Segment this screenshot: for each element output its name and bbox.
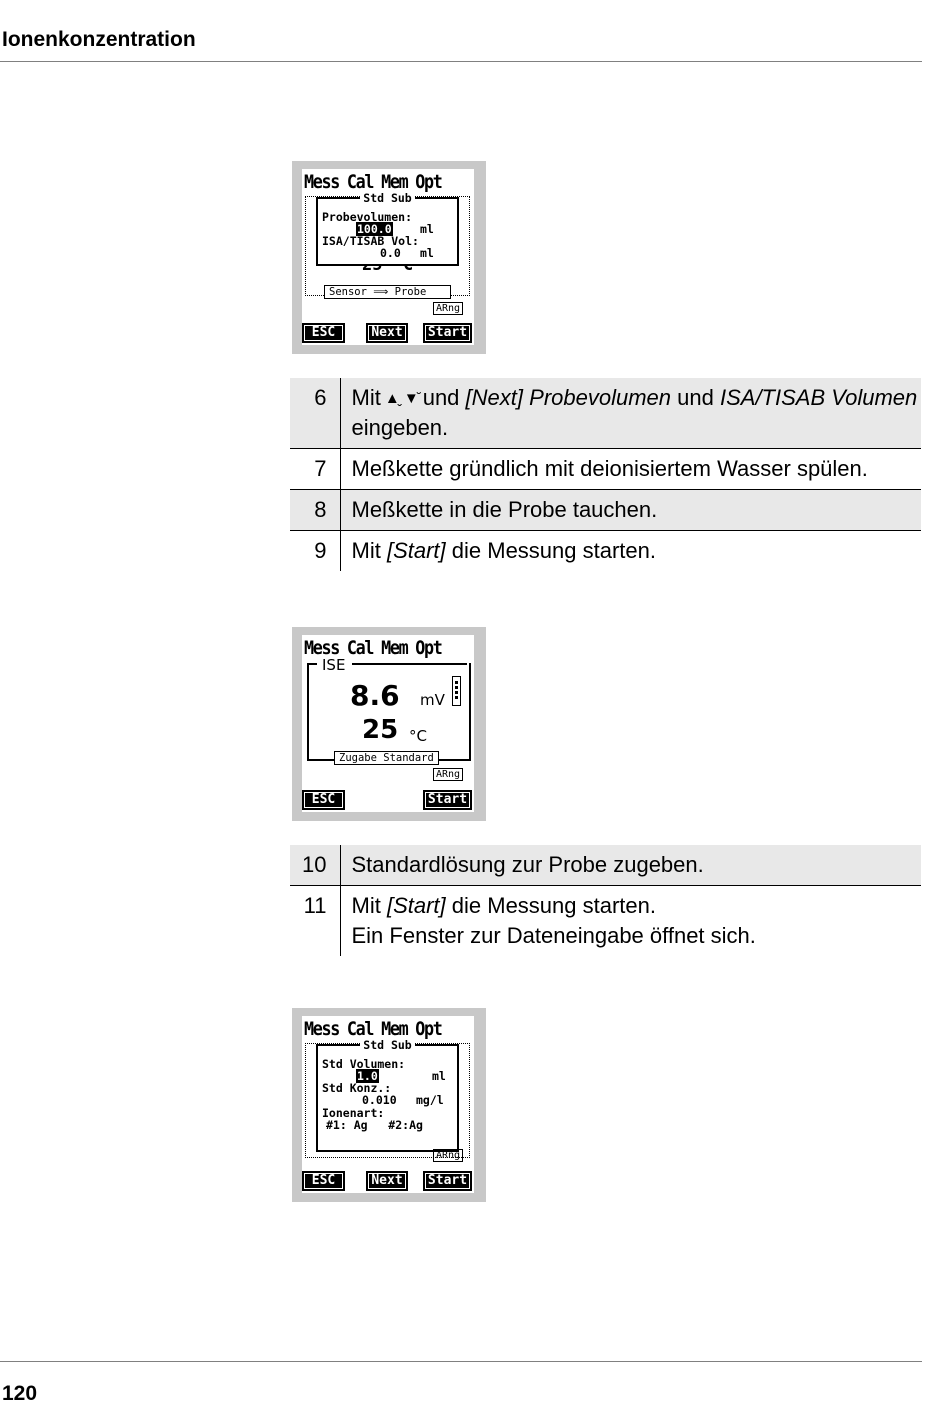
- dialog-title: Std Sub: [360, 191, 415, 205]
- step-row: 11 Mit [Start] die Messung starten.Ein F…: [290, 885, 921, 956]
- step-text: Mit [Start] die Messung starten.Ein Fens…: [351, 893, 756, 948]
- menu-mem: Mem: [381, 171, 409, 193]
- std-volumen-unit: ml: [432, 1069, 446, 1083]
- page-header-title: Ionenkonzentration: [2, 28, 196, 51]
- menu-opt: Opt: [415, 637, 443, 659]
- probevolumen-unit: ml: [420, 222, 434, 236]
- menu-bar: Mess Cal Mem Opt: [304, 637, 454, 659]
- measured-value: 8.6: [350, 679, 400, 712]
- menu-bar: Mess Cal Mem Opt: [304, 1018, 454, 1040]
- menu-cal: Cal: [346, 637, 375, 659]
- footer-rule: [0, 1361, 922, 1362]
- menu-cal: Cal: [346, 1018, 375, 1040]
- temperature-value: 25: [362, 715, 399, 745]
- isa-tisab-value[interactable]: 0.0: [380, 246, 401, 260]
- esc-softkey[interactable]: ESC: [302, 1171, 345, 1191]
- header-rule: [0, 61, 922, 62]
- menu-mess: Mess: [304, 1018, 340, 1040]
- menu-opt: Opt: [415, 1018, 443, 1040]
- input-dialog: Std Sub Std Volumen: 1.0 ml Std Konz.: 0…: [316, 1038, 459, 1152]
- step-number: 6: [290, 378, 341, 449]
- arng-indicator: ARng: [433, 302, 464, 315]
- step-text: Mit [Start] die Messung starten.: [351, 538, 657, 563]
- next-softkey[interactable]: Next: [366, 323, 408, 343]
- step-row: 7 Meßkette gründlich mit deionisiertem W…: [290, 448, 921, 490]
- zugabe-standard-label: Zugabe Standard: [334, 751, 439, 765]
- step-text: Meßkette gründlich mit deionisiertem Was…: [351, 456, 868, 481]
- next-softkey[interactable]: Next: [366, 1171, 408, 1191]
- dialog-title: Std Sub: [360, 1038, 415, 1052]
- field-label-ionenart: Ionenart:: [322, 1106, 385, 1120]
- steps-table-a: 6 Mit▲̬ ▼̆und [Next] Probevolumen und IS…: [290, 378, 921, 571]
- field-label-std-volumen: Std Volumen:: [322, 1057, 406, 1071]
- measured-unit: mV: [420, 691, 445, 709]
- menu-cal: Cal: [346, 171, 375, 193]
- step-number: 9: [290, 530, 341, 571]
- step-text: Mit▲̬ ▼̆und [Next] Probevolumen und ISA/…: [340, 378, 921, 449]
- device-screen-standard-input: Mess Cal Mem Opt Std Sub Std Volumen: 1.0 m…: [292, 1008, 486, 1202]
- ise-label: ISE: [322, 656, 346, 674]
- std-volumen-value[interactable]: 1.0: [356, 1069, 379, 1083]
- input-dialog: Std Sub Probevolumen: 100.0 ml ISA/TISAB…: [316, 191, 459, 266]
- esc-softkey[interactable]: ESC: [302, 323, 345, 343]
- step-text: Standardlösung zur Probe zugeben.: [340, 845, 921, 886]
- sensor-probe-label: Sensor ⟹ Probe: [324, 285, 451, 299]
- std-konz-value[interactable]: 0.010: [362, 1093, 397, 1107]
- device-screen-measurement: Mess Cal Mem Opt ISE 8.6 mV 25 °C Zugabe St…: [292, 627, 486, 821]
- steps-table-b: 10 Standardlösung zur Probe zugeben. 11 …: [290, 845, 921, 956]
- start-softkey[interactable]: Start: [423, 1171, 472, 1191]
- page-number: 120: [2, 1382, 38, 1405]
- menu-mem: Mem: [381, 637, 409, 659]
- measurement-frame: [307, 663, 471, 761]
- field-label-std-konz: Std Konz.:: [322, 1081, 392, 1095]
- step-number: 8: [290, 489, 341, 531]
- hidden-temperature: 25 °C: [362, 263, 413, 272]
- electrode-icon: [452, 676, 461, 706]
- menu-mess: Mess: [304, 637, 340, 659]
- start-softkey[interactable]: Start: [423, 323, 472, 343]
- std-konz-unit: mg/l: [416, 1093, 444, 1107]
- up-down-arrows-icon: ▲̬ ▼̆: [384, 390, 419, 408]
- arrow-right-icon: ⟹: [373, 286, 389, 298]
- field-label-probevolumen: Probevolumen:: [322, 210, 413, 224]
- step-row: 8 Meßkette in die Probe tauchen.: [290, 489, 921, 531]
- step-number: 11: [290, 885, 341, 956]
- field-label-isa-tisab: ISA/TISAB Vol:: [322, 234, 419, 248]
- step-row: 9 Mit [Start] die Messung starten.: [290, 530, 921, 571]
- start-softkey[interactable]: Start: [423, 790, 472, 810]
- temperature-unit: °C: [409, 727, 427, 745]
- arng-indicator: ARng: [433, 768, 464, 781]
- probevolumen-value[interactable]: 100.0: [356, 222, 393, 236]
- ionenart-values[interactable]: #1: Ag #2:Ag: [326, 1118, 423, 1132]
- menu-mess: Mess: [304, 171, 340, 193]
- menu-mem: Mem: [381, 1018, 409, 1040]
- step-row: 6 Mit▲̬ ▼̆und [Next] Probevolumen und IS…: [290, 378, 921, 449]
- step-row: 10 Standardlösung zur Probe zugeben.: [290, 845, 921, 886]
- step-text: Meßkette in die Probe tauchen.: [340, 489, 921, 531]
- device-screen-probevolumen: Mess Cal Mem Opt 25 °C Std Sub Probevolumen…: [292, 161, 486, 354]
- step-number: 7: [290, 448, 341, 490]
- step-number: 10: [290, 845, 341, 886]
- isa-tisab-unit: ml: [420, 246, 434, 260]
- menu-bar: Mess Cal Mem Opt: [304, 171, 454, 193]
- esc-softkey[interactable]: ESC: [302, 790, 345, 810]
- arng-indicator: ARng: [433, 1149, 464, 1162]
- menu-opt: Opt: [415, 171, 443, 193]
